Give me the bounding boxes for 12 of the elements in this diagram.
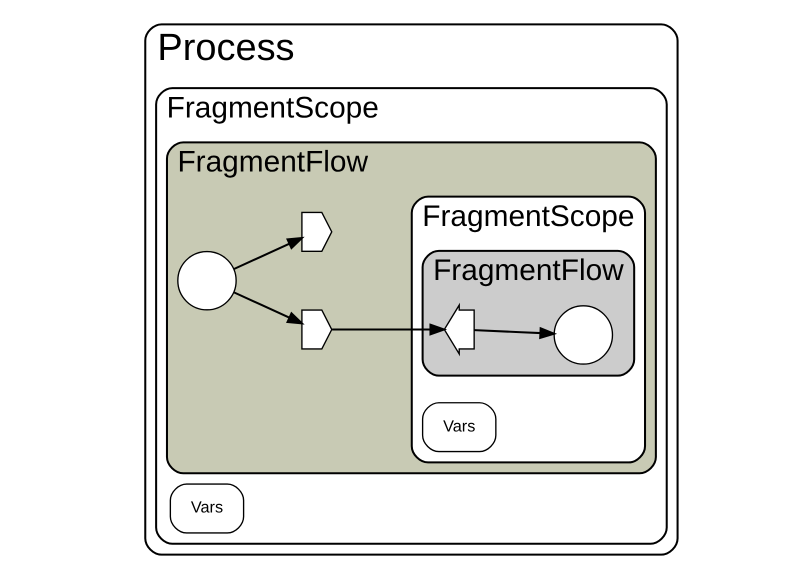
node-circle: [176, 250, 236, 311]
arrow: [474, 326, 557, 340]
arrow: [332, 323, 447, 336]
node-box: Vars: [169, 483, 244, 534]
arrow: [233, 292, 304, 325]
node-chevron: [443, 302, 474, 356]
node-pentagon: [300, 212, 332, 252]
node-pentagon: [300, 309, 332, 350]
arrow: [233, 236, 304, 270]
node-circle: [552, 305, 613, 365]
node-box: Vars: [421, 402, 496, 452]
cluster: FragmentFlow: [421, 250, 635, 377]
